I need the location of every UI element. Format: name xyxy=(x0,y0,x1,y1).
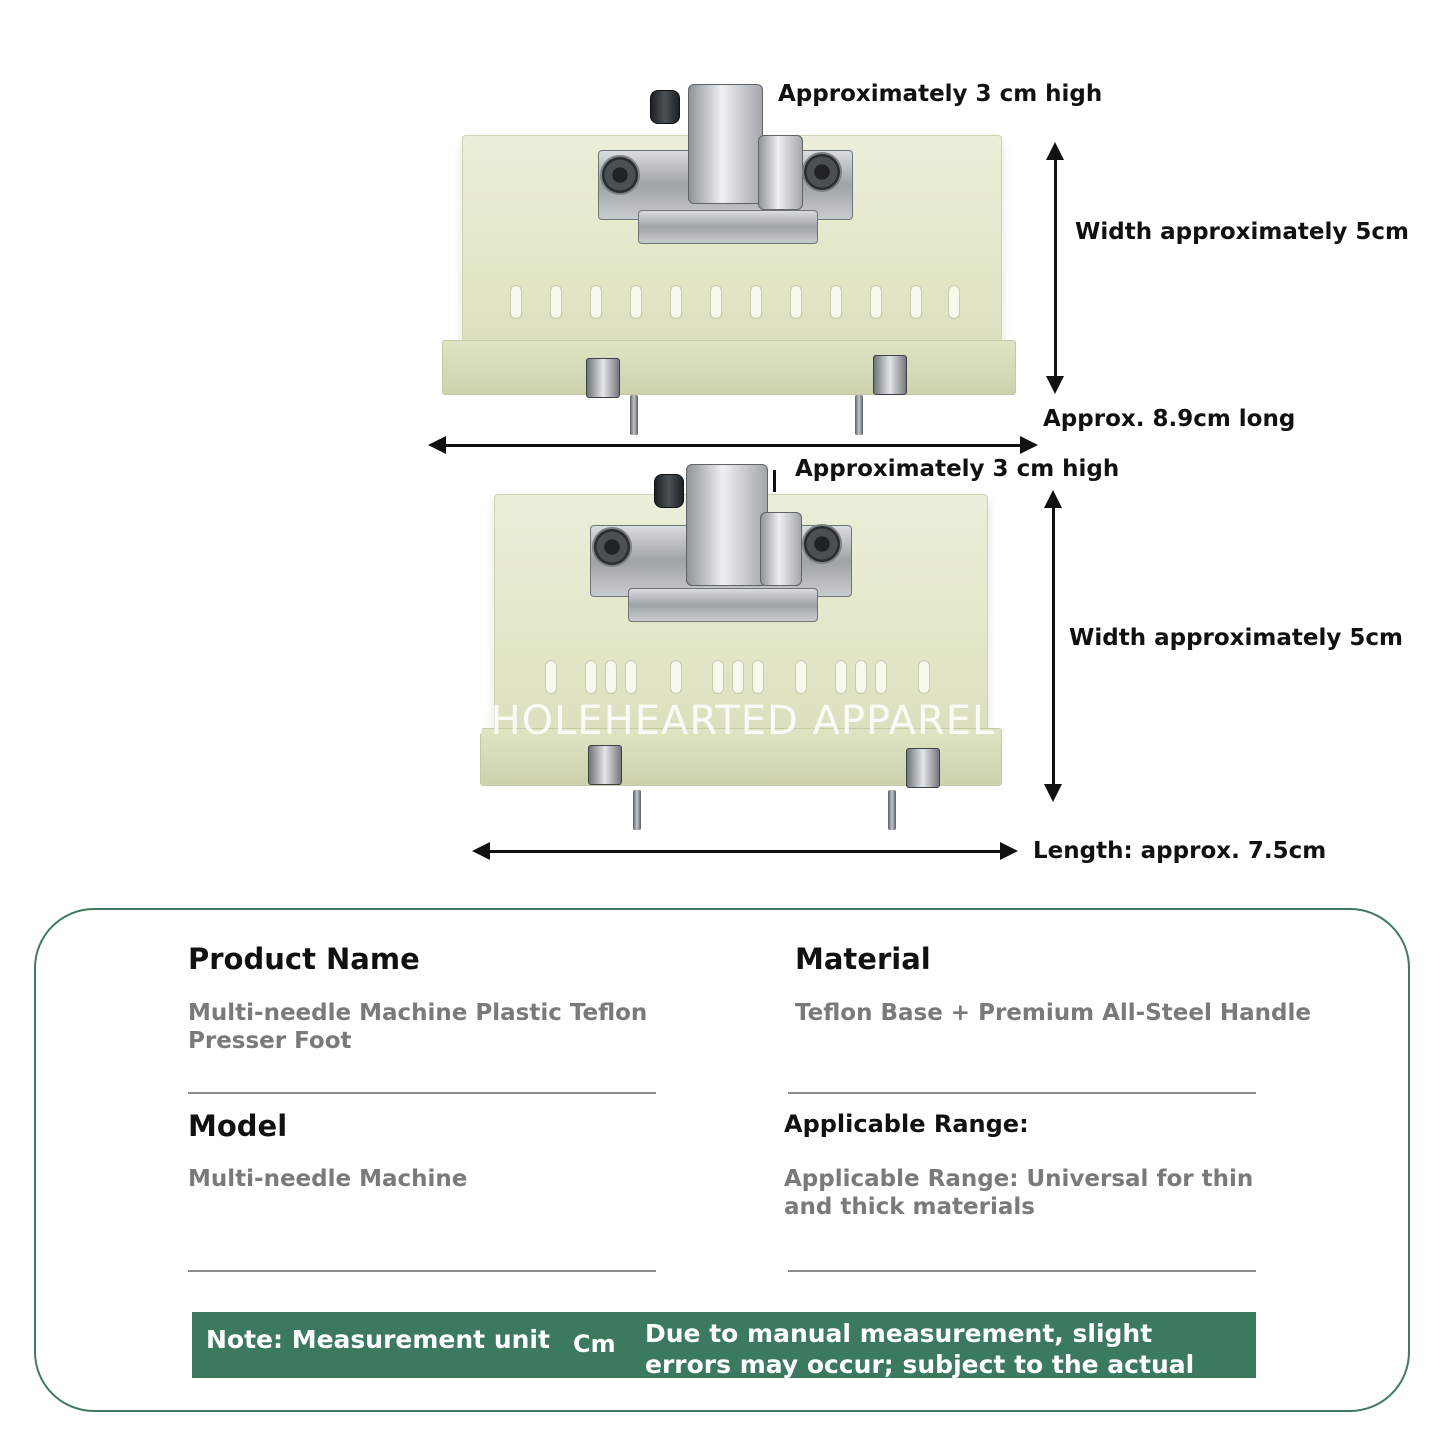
top-steel-side-block xyxy=(758,135,803,210)
top-width-arrow-head-up xyxy=(1046,142,1064,160)
product-photo-area: Approximately 3 cm high Width approximat… xyxy=(428,81,1409,864)
bottom-right-nut xyxy=(802,524,842,564)
note-bar xyxy=(192,1312,1256,1378)
bottom-width-label: Width approximately 5cm xyxy=(1069,625,1403,651)
bottom-steel-handle xyxy=(686,464,768,586)
top-right-nut xyxy=(802,152,842,192)
top-length-arrow-head-right xyxy=(1020,436,1038,454)
top-height-label: Approximately 3 cm high xyxy=(778,81,1103,107)
bottom-length-arrow-head-left xyxy=(472,842,490,860)
material-divider xyxy=(788,1092,1256,1094)
top-right-clip-leg xyxy=(855,395,863,435)
top-width-label: Width approximately 5cm xyxy=(1075,219,1409,245)
top-right-clip xyxy=(873,355,907,395)
material-value: Teflon Base + Premium All-Steel Handle xyxy=(795,1000,1311,1026)
material-title: Material xyxy=(795,942,931,976)
top-steel-handle xyxy=(688,84,763,204)
top-width-arrow-head-down xyxy=(1046,376,1064,394)
range-value: Applicable Range: Universal for thin and… xyxy=(784,1166,1254,1220)
bottom-height-label: Approximately 3 cm high xyxy=(795,456,1120,482)
watermark: WHOLEHEARTED APPAREL xyxy=(450,698,996,744)
note-disclaimer: Due to manual measurement, slight errors… xyxy=(645,1319,1195,1410)
bottom-steel-crossbar xyxy=(628,588,818,622)
note-label: Note: Measurement unit xyxy=(206,1325,550,1354)
top-plate-lip xyxy=(442,340,1016,395)
bottom-right-clip-leg xyxy=(888,790,896,830)
bottom-left-clip-leg xyxy=(633,790,641,830)
top-steel-crossbar xyxy=(638,210,818,244)
product-name-divider xyxy=(188,1092,656,1094)
product-name-value: Multi-needle Machine Plastic Teflon Pres… xyxy=(188,1000,648,1054)
top-left-nut xyxy=(600,155,640,195)
bottom-left-nut xyxy=(592,527,632,567)
top-left-clip xyxy=(586,358,620,398)
model-title: Model xyxy=(188,1109,288,1143)
model-value: Multi-needle Machine xyxy=(188,1166,468,1192)
bottom-length-label: Length: approx. 7.5cm xyxy=(1033,838,1327,864)
bottom-length-arrow xyxy=(488,850,1000,853)
note-unit: Cm xyxy=(573,1330,616,1358)
top-length-arrow xyxy=(444,444,1020,447)
bottom-width-arrow-head-down xyxy=(1044,784,1062,802)
bottom-length-arrow-head-right xyxy=(1000,842,1018,860)
top-screw-knob xyxy=(650,90,680,124)
bottom-width-arrow-head-up xyxy=(1044,490,1062,508)
bottom-screw-knob xyxy=(654,474,684,508)
top-length-label: Approx. 8.9cm long xyxy=(1043,406,1296,432)
bottom-right-clip xyxy=(906,748,940,788)
bottom-height-arrow xyxy=(773,470,776,492)
range-title: Applicable Range: xyxy=(784,1110,1029,1138)
bottom-steel-side-block xyxy=(760,512,802,586)
top-length-arrow-head-left xyxy=(428,436,446,454)
top-width-arrow xyxy=(1054,158,1057,376)
range-divider xyxy=(788,1270,1256,1272)
bottom-width-arrow xyxy=(1052,506,1055,786)
top-left-clip-leg xyxy=(630,395,638,435)
product-name-title: Product Name xyxy=(188,942,420,976)
model-divider xyxy=(188,1270,656,1272)
bottom-left-clip xyxy=(588,745,622,785)
